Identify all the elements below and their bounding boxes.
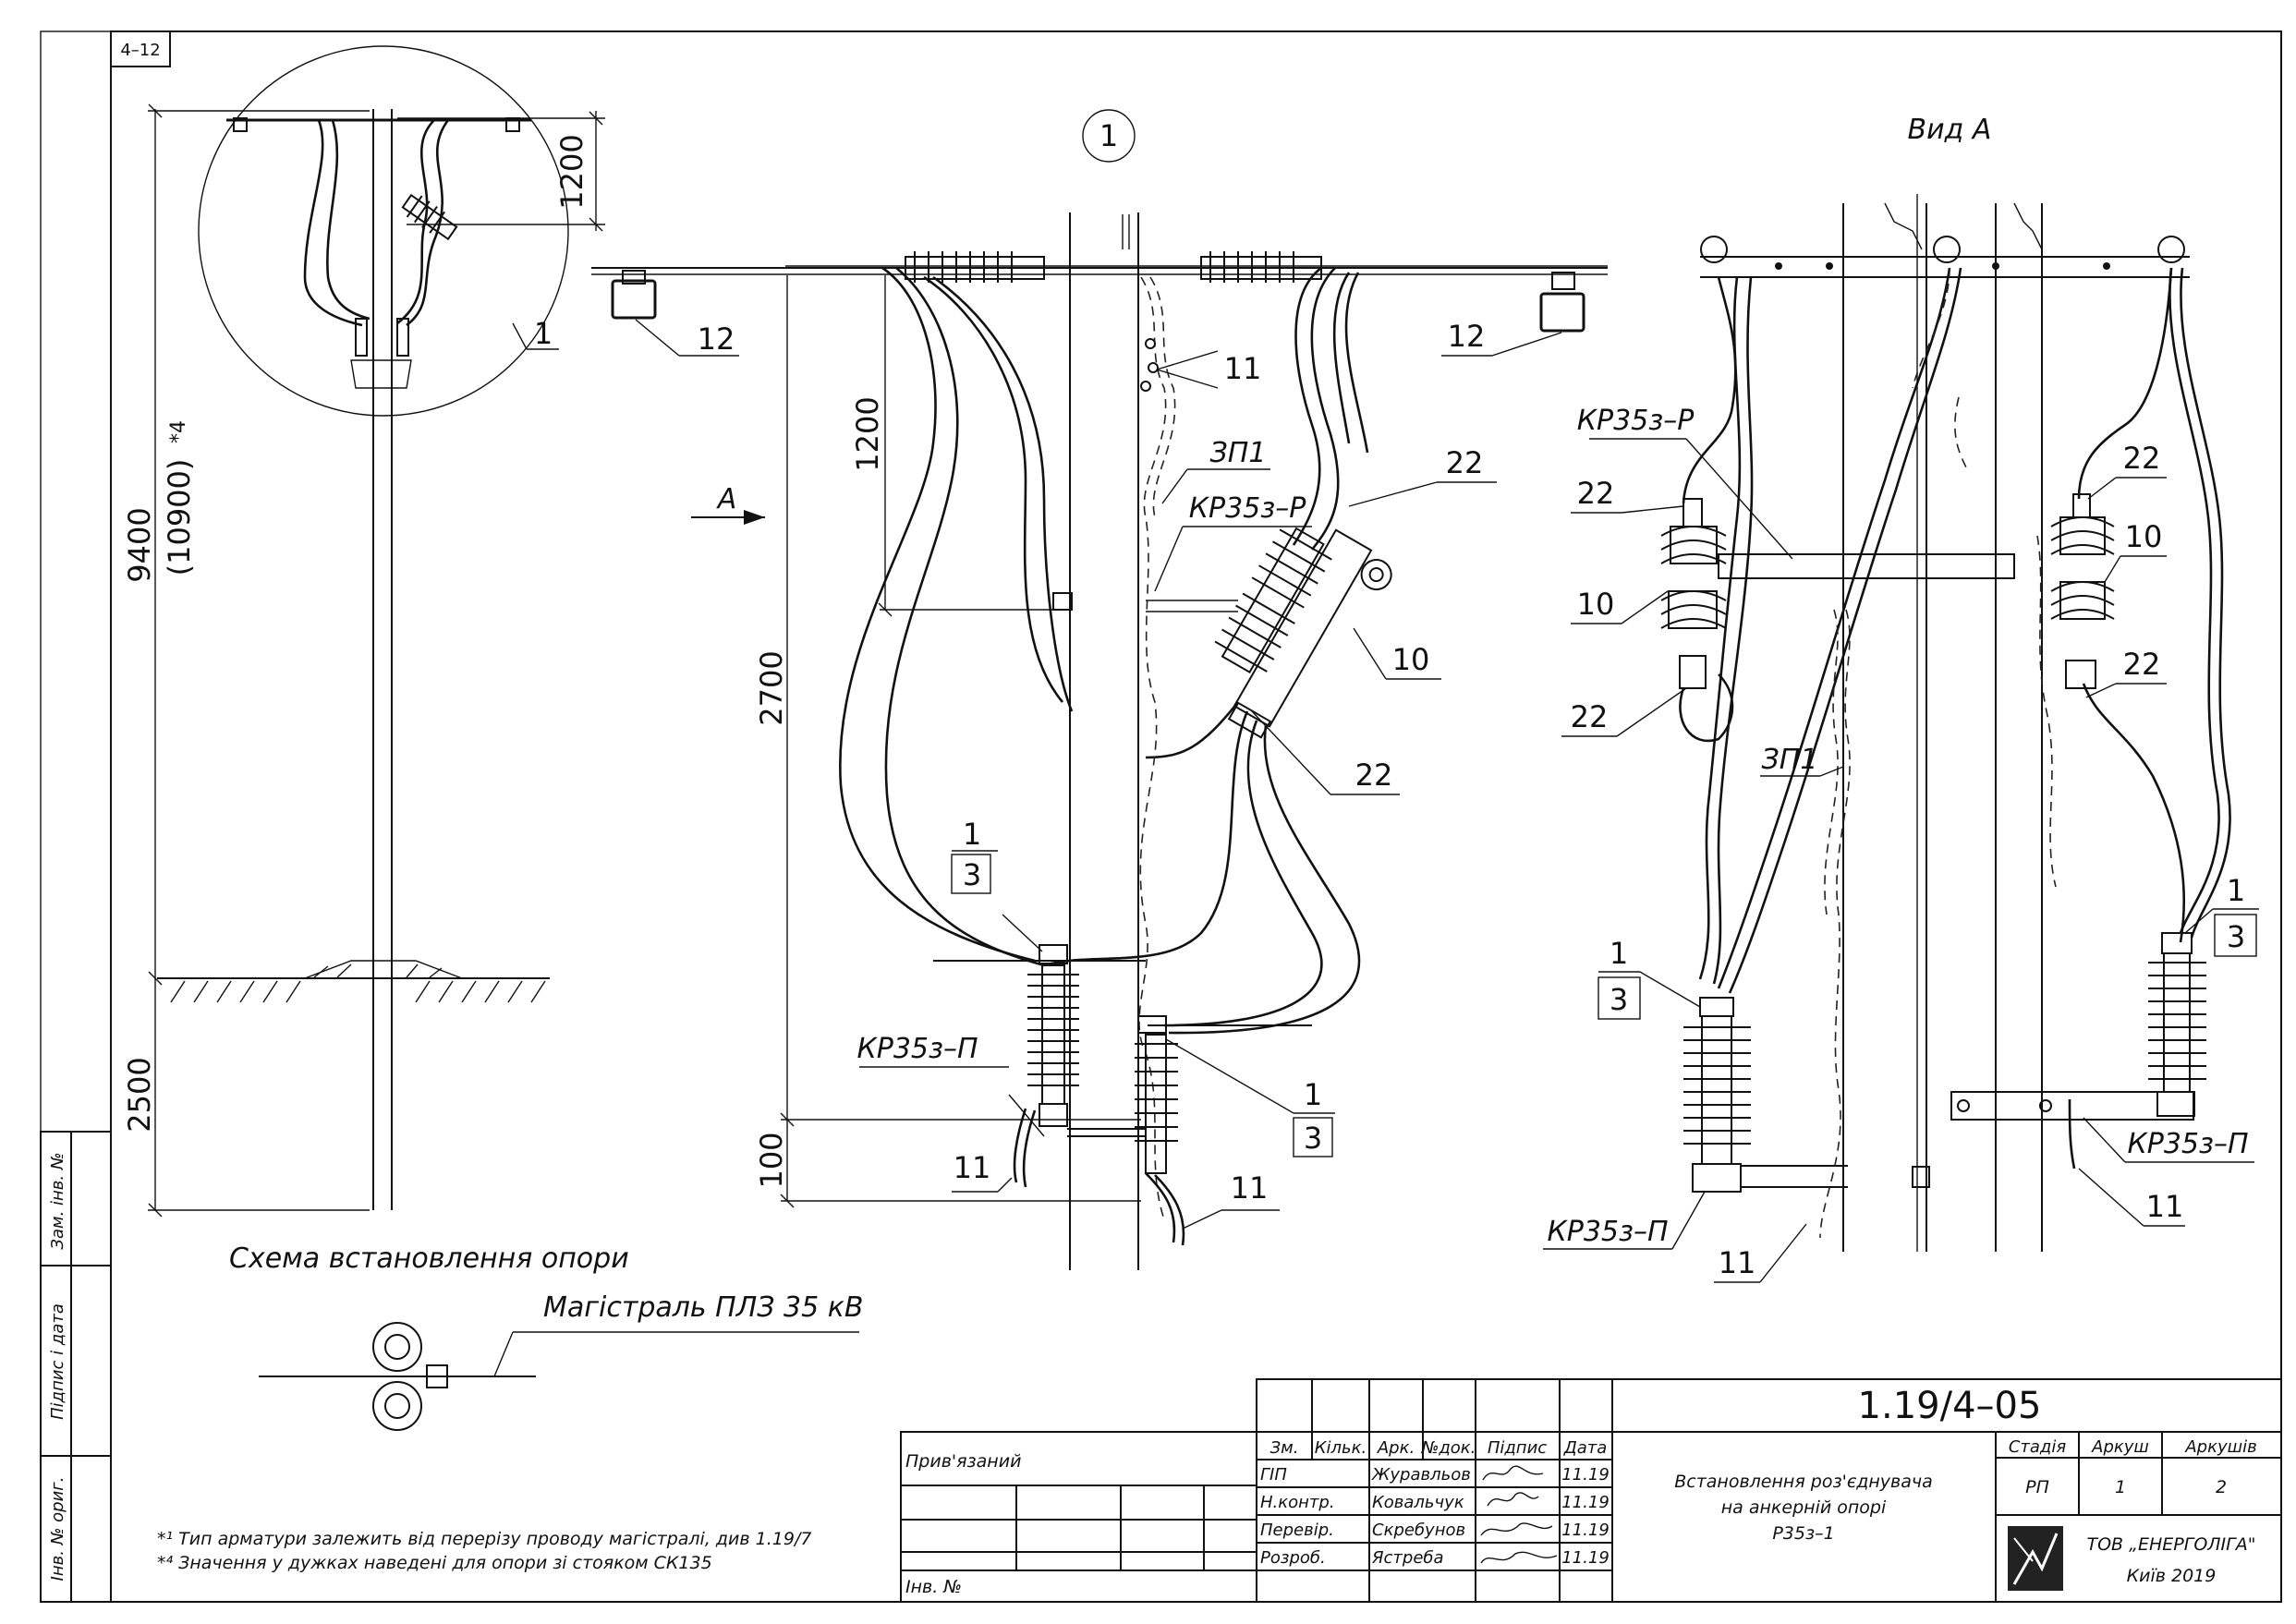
main-view: 1 12 12 bbox=[591, 109, 1608, 1270]
va-3-right: 3 bbox=[2227, 919, 2245, 954]
callout-1-right: 1 bbox=[1304, 1077, 1322, 1112]
scheme-dim-height-alt: (10900) bbox=[162, 459, 197, 576]
col-date: Дата bbox=[1563, 1438, 1608, 1458]
title-line-2: на анкерній опорі bbox=[1721, 1497, 1887, 1518]
va-3-left: 3 bbox=[1610, 982, 1628, 1017]
pole-scheme: 1200 1 9400 (10900) *4 2500 Схема встано bbox=[122, 45, 863, 1431]
footnote-2: *⁴ Значення у дужках наведені для опори … bbox=[157, 1553, 712, 1573]
col-kilk: Кільк. bbox=[1315, 1438, 1367, 1458]
scheme-dim-height: 9400 bbox=[122, 507, 157, 582]
date-3: 11.19 bbox=[1561, 1521, 1610, 1540]
callout-3-right: 3 bbox=[1304, 1121, 1322, 1156]
name-4: Ястреба bbox=[1371, 1548, 1444, 1568]
callout-3-left: 3 bbox=[963, 857, 981, 892]
scheme-callout: 1 bbox=[534, 316, 553, 351]
col-sign: Підпис bbox=[1488, 1438, 1547, 1458]
drawing-number: 1.19/4–05 bbox=[1858, 1385, 2042, 1427]
dim-2700: 2700 bbox=[754, 650, 789, 725]
callout-22-upper: 22 bbox=[1446, 445, 1484, 480]
footnote-1: *¹ Тип арматури залежить від перерізу пр… bbox=[157, 1529, 811, 1549]
scheme-title: Схема встановлення опори bbox=[229, 1242, 629, 1275]
corner-code: 4–12 bbox=[120, 41, 160, 60]
col-ark: Арк. bbox=[1377, 1438, 1415, 1458]
name-2: Ковальчук bbox=[1372, 1493, 1464, 1512]
callout-1-left: 1 bbox=[963, 817, 981, 852]
role-1: ГІП bbox=[1260, 1465, 1287, 1485]
col-doc: №док. bbox=[1421, 1438, 1476, 1458]
callout-11-lower-right: 11 bbox=[1231, 1170, 1269, 1206]
callout-12-left: 12 bbox=[698, 321, 735, 357]
scheme-dim-top: 1200 bbox=[554, 134, 589, 209]
name-1: Журавльов bbox=[1371, 1465, 1471, 1485]
node-label: 1 bbox=[1099, 118, 1118, 153]
va-11-left: 11 bbox=[1719, 1245, 1756, 1280]
callout-10-main: 10 bbox=[1392, 642, 1430, 677]
va-22-upper-left: 22 bbox=[1577, 476, 1615, 511]
date-1: 11.19 bbox=[1561, 1465, 1610, 1485]
side-label-sign: Підпис і дата bbox=[48, 1303, 67, 1420]
date-4: 11.19 bbox=[1561, 1548, 1610, 1568]
va-10-left: 10 bbox=[1577, 587, 1615, 622]
scheme-dim-ground: 2500 bbox=[122, 1057, 157, 1132]
role-3: Перевір. bbox=[1260, 1521, 1334, 1540]
stage-value: РП bbox=[2025, 1477, 2049, 1497]
callout-kr-p-main: КР35з–П bbox=[856, 1033, 978, 1065]
city-year: Київ 2019 bbox=[2127, 1566, 2217, 1586]
handwritten-signatures bbox=[1480, 1465, 1558, 1564]
callout-zp1-main: ЗП1 bbox=[1210, 437, 1267, 469]
va-22-lower-right: 22 bbox=[2123, 647, 2161, 682]
view-a: Вид А bbox=[1543, 114, 2259, 1283]
va-10-right: 10 bbox=[2125, 519, 2163, 554]
va-kr-p-left: КР35з–П bbox=[1547, 1216, 1668, 1248]
role-4: Розроб. bbox=[1260, 1548, 1326, 1568]
sheet-header: Аркуш bbox=[2091, 1437, 2149, 1457]
name-3: Скребунов bbox=[1372, 1521, 1465, 1540]
title-line-1: Встановлення роз'єднувача bbox=[1674, 1472, 1933, 1492]
scheme-dim-height-note: *4 bbox=[167, 420, 190, 443]
view-a-title: Вид А bbox=[1908, 114, 1992, 146]
va-22-upper-right: 22 bbox=[2123, 441, 2161, 476]
callout-11-top: 11 bbox=[1224, 351, 1262, 386]
col-zm: Зм. bbox=[1270, 1438, 1299, 1458]
va-kr-p-right: КР35з–П bbox=[2127, 1128, 2248, 1160]
callout-11-lower-left: 11 bbox=[954, 1150, 991, 1185]
sheets-header: Аркушів bbox=[2184, 1437, 2256, 1457]
role-2: Н.контр. bbox=[1260, 1493, 1335, 1512]
inv-label: Інв. № bbox=[905, 1577, 962, 1597]
side-label-replace: Зам. інв. № bbox=[48, 1152, 67, 1249]
title-block: Прив'язаний Інв. № Зм. Кільк. Арк. №док.… bbox=[900, 1378, 2282, 1603]
side-stamp: Зам. інв. № Підпис і дата Інв. № ориг. bbox=[40, 1131, 112, 1603]
va-kr-r: КР35з–Р bbox=[1577, 405, 1695, 437]
callout-12-right: 12 bbox=[1448, 319, 1486, 354]
stage-header: Стадія bbox=[2009, 1437, 2067, 1457]
sheet-value: 1 bbox=[2115, 1477, 2126, 1497]
trunk-label: Магістраль ПЛЗ 35 кВ bbox=[543, 1291, 863, 1324]
side-label-inv: Інв. № ориг. bbox=[48, 1477, 67, 1582]
va-11-right: 11 bbox=[2146, 1189, 2184, 1224]
va-22-lower-left: 22 bbox=[1571, 699, 1609, 734]
company-logo bbox=[2008, 1526, 2063, 1591]
dim-100: 100 bbox=[754, 1132, 789, 1188]
footnotes: *¹ Тип арматури залежить від перерізу пр… bbox=[157, 1529, 811, 1573]
va-zp1: ЗП1 bbox=[1762, 744, 1818, 776]
attached-label: Прив'язаний bbox=[905, 1451, 1021, 1472]
title-line-3: Р35з–1 bbox=[1772, 1523, 1834, 1544]
sheets-value: 2 bbox=[2216, 1477, 2227, 1497]
date-2: 11.19 bbox=[1561, 1493, 1610, 1512]
va-1-left: 1 bbox=[1610, 936, 1628, 971]
company-name: ТОВ „ЕНЕРГОЛІГА" bbox=[2087, 1534, 2256, 1555]
callout-kr-r-main: КР35з–Р bbox=[1189, 492, 1307, 525]
callout-22-lower: 22 bbox=[1355, 757, 1393, 793]
dim-1200: 1200 bbox=[850, 396, 885, 471]
va-1-right: 1 bbox=[2227, 873, 2245, 908]
view-arrow-label: A bbox=[716, 483, 737, 515]
